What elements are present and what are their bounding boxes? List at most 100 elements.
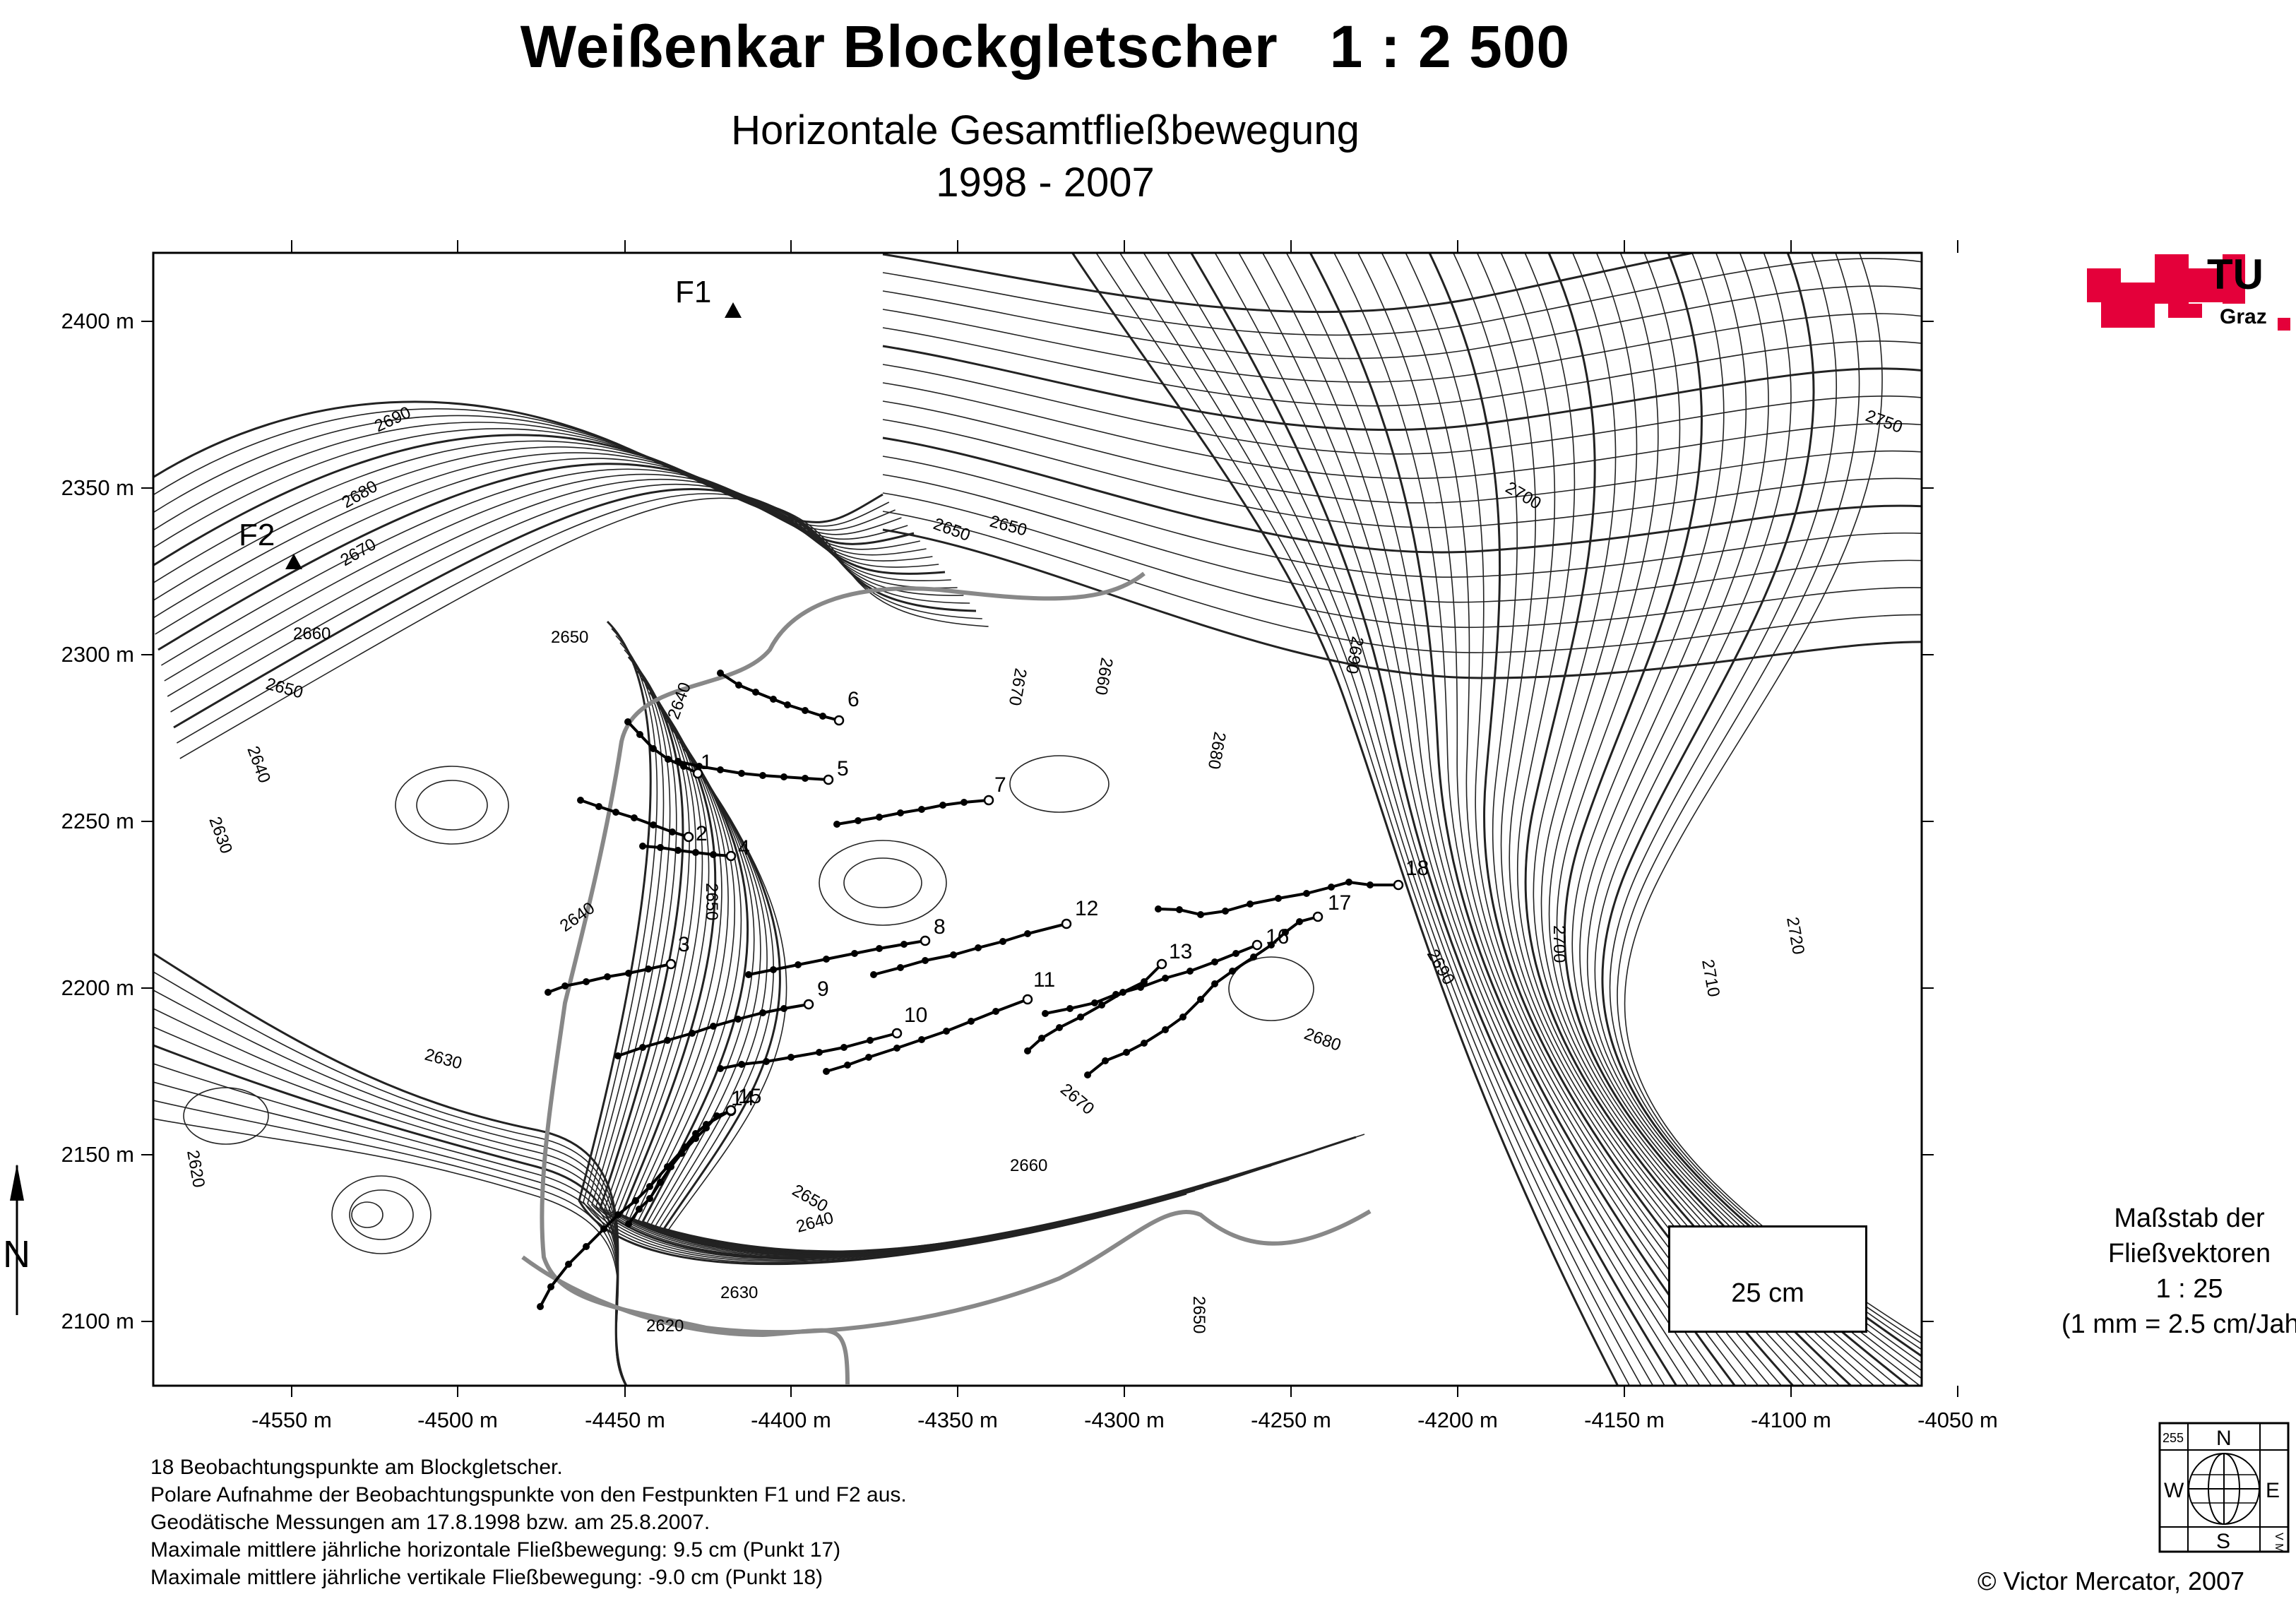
contour-label: 2620	[646, 1316, 684, 1336]
flow-vector-1	[624, 718, 703, 779]
compass-e: E	[2266, 1479, 2280, 1502]
contour-line	[1333, 253, 1748, 1386]
x-tick-label: -4200 m	[1417, 1408, 1498, 1432]
contour-line	[1309, 253, 1737, 1386]
contour-line	[1095, 253, 1631, 1386]
contour-line	[620, 691, 1272, 1255]
flow-vector-5	[674, 758, 834, 785]
contour-line	[1500, 253, 1829, 1386]
contour-label: 2650	[1189, 1296, 1208, 1333]
contour-label: 2630	[720, 1283, 758, 1302]
contour-line	[153, 1081, 627, 1386]
contour-label: 2660	[1091, 656, 1117, 696]
observation-point-label: 14	[731, 1087, 754, 1110]
contour-line	[153, 434, 915, 567]
contour-line	[153, 989, 627, 1386]
contour-label: 2720	[1783, 915, 1808, 956]
observation-point-label: 1	[701, 751, 713, 774]
tu-graz-logo-mark	[2087, 254, 2290, 331]
observation-point-label: 17	[1328, 891, 1351, 915]
contour-ring	[416, 780, 488, 831]
contour-line	[1405, 253, 1783, 1386]
contour-label: 2620	[183, 1148, 208, 1189]
x-tick-label: -4300 m	[1084, 1408, 1165, 1432]
flow-vector-18	[1155, 879, 1404, 918]
contour-line	[1428, 253, 1795, 1386]
contour-line	[641, 727, 1314, 1253]
contour-label: 2660	[1010, 1156, 1047, 1175]
contour-line	[882, 436, 1922, 554]
contour-line	[153, 440, 920, 584]
contour-ring	[1228, 956, 1314, 1021]
contour-line	[164, 473, 958, 682]
scale-caption-line-3: 1 : 25	[2155, 1274, 2223, 1304]
contour-ring	[395, 766, 509, 845]
contour-label: 2670	[1005, 667, 1030, 707]
contour-line	[633, 713, 1297, 1253]
contour-label: 2680	[1204, 730, 1230, 771]
contour-ring	[351, 1201, 383, 1228]
flow-vectors	[537, 670, 1404, 1310]
observation-point-label: 12	[1075, 897, 1098, 920]
flow-vector-16	[1042, 939, 1263, 1017]
contour-line	[1624, 253, 1922, 1339]
subtitle-line-1: Horizontale Gesamtfließbewegung	[731, 107, 1360, 153]
contour-line	[153, 422, 902, 535]
observation-point-label: 5	[837, 757, 849, 780]
observation-point-label: 15	[738, 1085, 761, 1108]
contour-line	[882, 474, 1922, 603]
x-tick-label: -4450 m	[585, 1408, 665, 1432]
contour-label: 2650	[702, 883, 721, 920]
contour-line	[646, 734, 1323, 1252]
contour-line	[882, 253, 1699, 314]
contour-label: 2630	[422, 1045, 464, 1074]
contour-line	[882, 528, 1922, 679]
scale-caption-line-4: (1 mm = 2.5 cm/Jahr)	[2061, 1309, 2296, 1339]
compass-s: S	[2216, 1530, 2230, 1553]
contour-line	[1261, 253, 1713, 1386]
scale-caption-line-1: Maßstab der	[2114, 1203, 2265, 1233]
contour-line	[882, 456, 1922, 578]
contour-line	[173, 487, 977, 729]
contour-line	[153, 1100, 627, 1386]
flow-vector-15	[537, 1105, 737, 1310]
observation-point-label: 9	[817, 977, 829, 1001]
contour-label: 2650	[263, 674, 305, 703]
vector-scale-box: 25 cm	[1668, 1225, 1867, 1333]
north-arrow	[10, 1164, 24, 1315]
contour-line	[1476, 253, 1817, 1386]
contour-label: 2710	[1698, 958, 1723, 998]
contour-line	[1167, 253, 1666, 1386]
y-tick-label: 2400 m	[61, 309, 134, 333]
contour-line	[882, 258, 1922, 336]
contour-line	[882, 345, 1922, 432]
glacier-outline	[540, 571, 1372, 1335]
contour-line	[1524, 253, 1853, 1386]
observation-point-label: 2	[696, 822, 708, 845]
x-tick-label: -4150 m	[1584, 1408, 1665, 1432]
observation-point-label: 6	[847, 688, 859, 711]
contour-line	[583, 628, 1196, 1264]
contour-line	[153, 1118, 627, 1386]
flow-vector-4	[639, 843, 737, 862]
contour-line	[153, 971, 628, 1386]
observation-point-label: 11	[1033, 968, 1055, 992]
flow-vector-7	[833, 795, 994, 828]
contour-line	[599, 656, 1230, 1259]
contour-line	[1617, 253, 1922, 1345]
x-tick-label: -4350 m	[917, 1408, 998, 1432]
subtitle-line-2: 1998 - 2007	[936, 160, 1155, 206]
contour-line	[153, 408, 890, 527]
contour-ring	[183, 1087, 269, 1145]
contour-line	[153, 446, 927, 602]
contour-line	[167, 478, 964, 697]
contour-ring	[331, 1175, 432, 1254]
contour-line	[1452, 253, 1806, 1386]
map-notes: 18 Beobachtungspunkte am Blockgletscher.…	[150, 1454, 907, 1591]
y-tick-label: 2100 m	[61, 1309, 134, 1333]
contour-line	[1071, 253, 1619, 1386]
compass-w: W	[2164, 1479, 2184, 1502]
contour-ring	[819, 840, 947, 926]
note-line: Geodätische Messungen am 17.8.1998 bzw. …	[150, 1511, 710, 1534]
